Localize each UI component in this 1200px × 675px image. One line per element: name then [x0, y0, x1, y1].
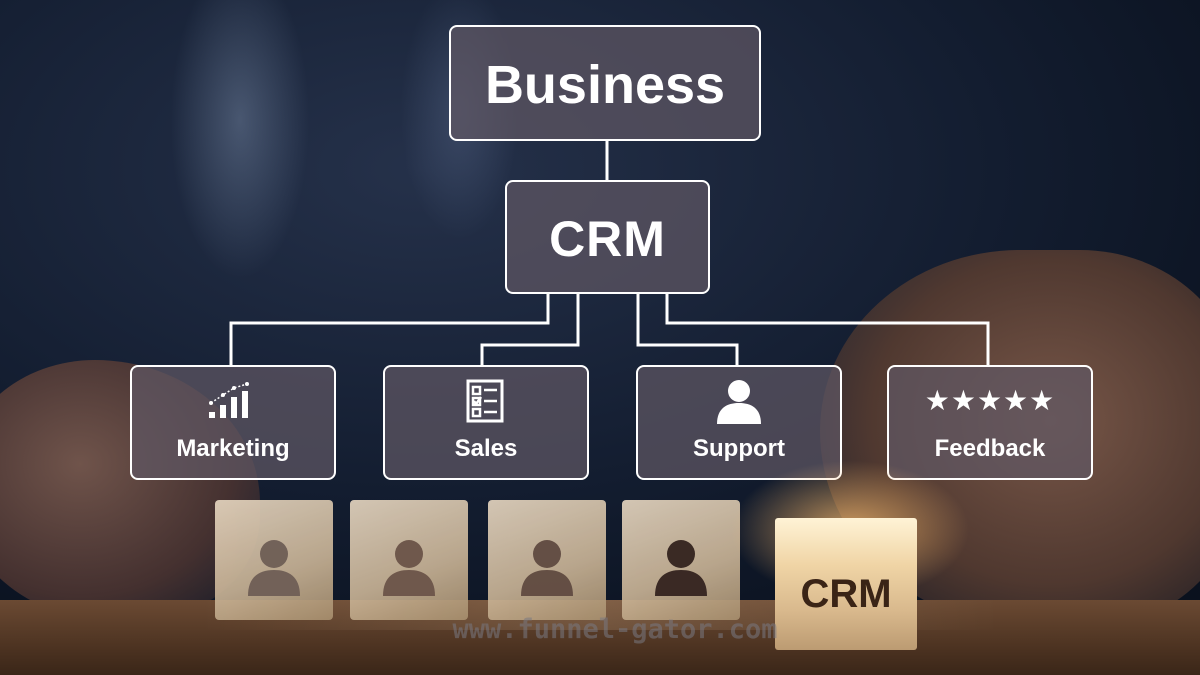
person-icon: [655, 540, 707, 596]
crm-node: CRM: [505, 180, 710, 294]
bar-chart-icon: [132, 381, 334, 421]
support-label: Support: [693, 435, 785, 462]
person-block: [622, 500, 740, 620]
crm-block-label: CRM: [800, 572, 892, 616]
person-icon: [248, 540, 300, 596]
five-stars-icon: ★★★★★: [889, 381, 1091, 421]
stars-glyphs: ★★★★★: [924, 385, 1056, 416]
business-node: Business: [449, 25, 761, 141]
suit-highlight: [170, 0, 310, 280]
person-icon: [383, 540, 435, 596]
feedback-label: Feedback: [934, 435, 1046, 462]
person-block: [215, 500, 333, 620]
marketing-node: Marketing: [130, 365, 336, 480]
business-label: Business: [484, 55, 726, 115]
crm-block: CRM: [775, 518, 917, 650]
sales-node: Sales: [383, 365, 589, 480]
checklist-icon: [385, 379, 587, 423]
person-block: [350, 500, 468, 620]
person-icon: [521, 540, 573, 596]
marketing-label: Marketing: [176, 435, 290, 462]
watermark: www.funnel-gator.com: [452, 614, 778, 645]
sales-label: Sales: [454, 435, 518, 462]
person-icon: [638, 380, 840, 424]
crm-label: CRM: [549, 211, 666, 267]
person-block: [488, 500, 606, 620]
